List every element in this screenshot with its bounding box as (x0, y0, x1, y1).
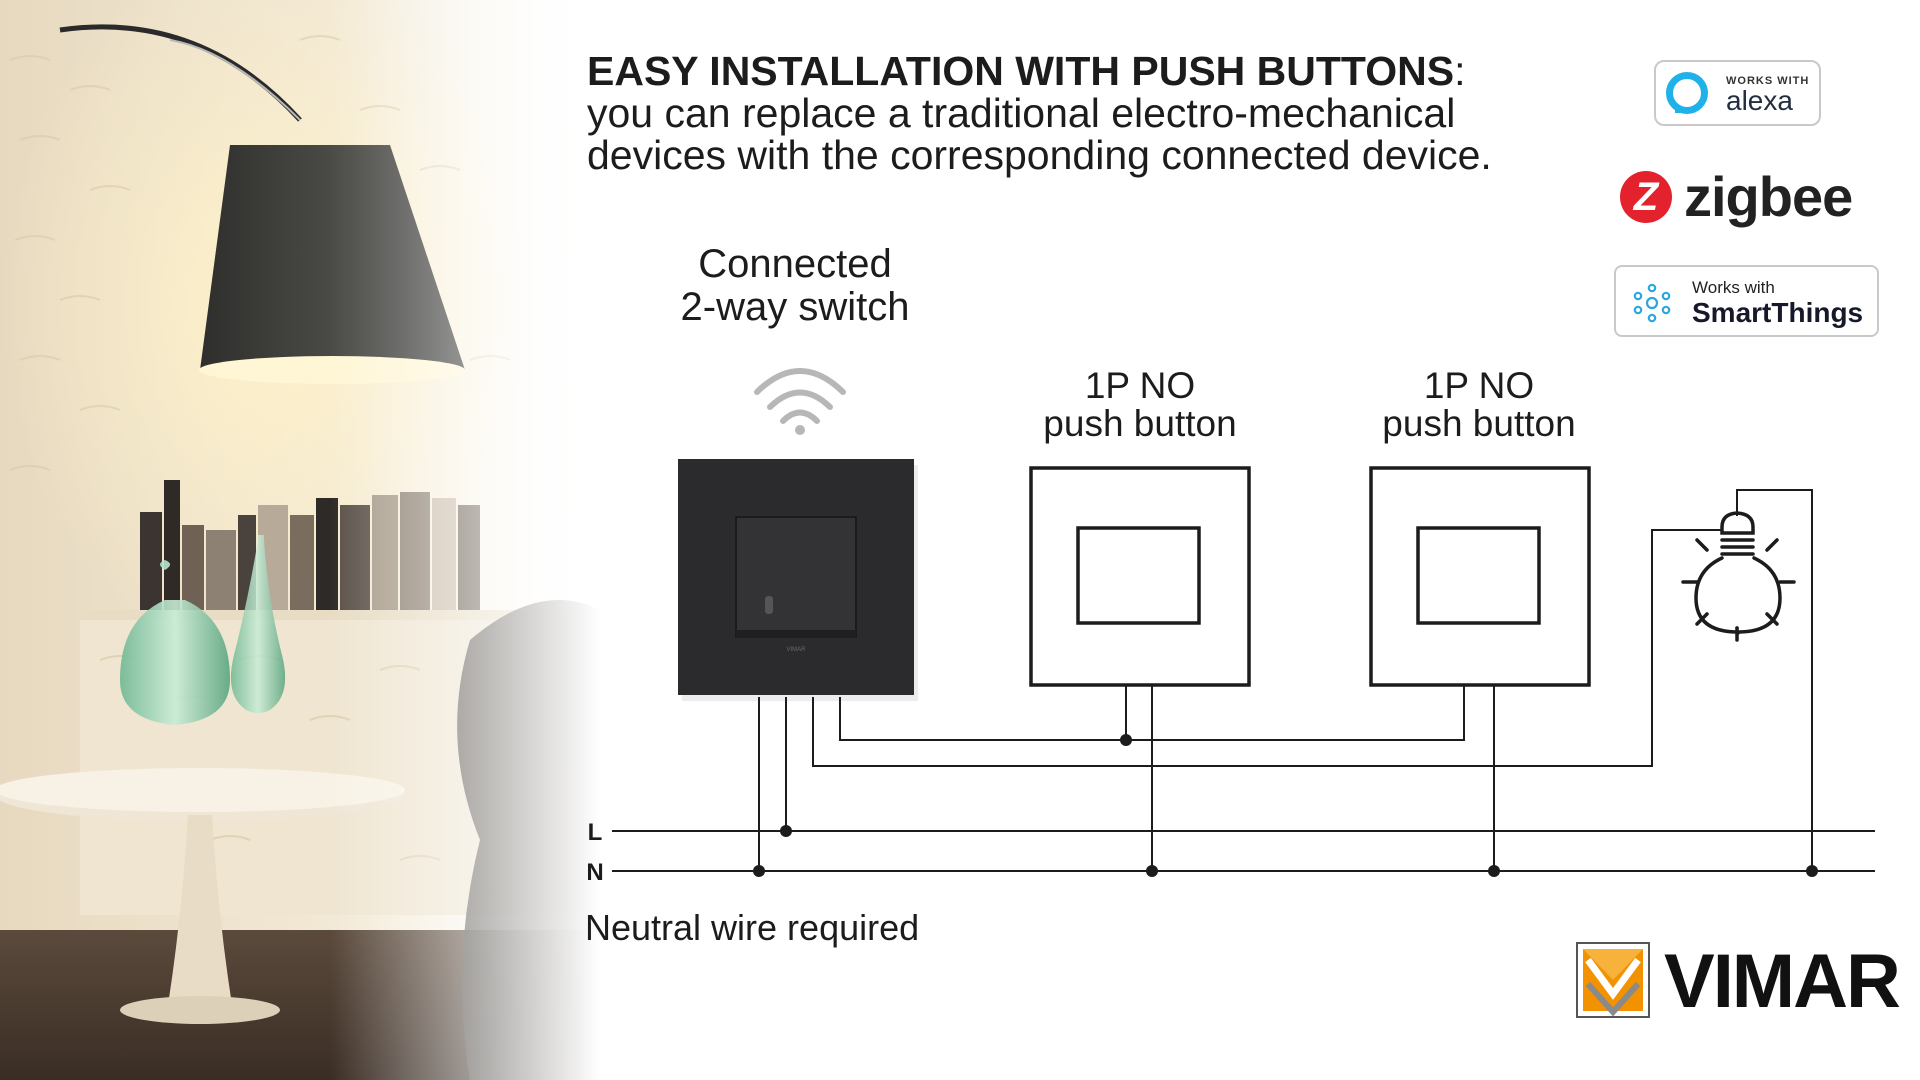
zigbee-word: zigbee (1684, 165, 1853, 228)
wiring (612, 489, 1875, 872)
push-button-1-label-line-2: push button (1043, 403, 1236, 444)
push-button-2 (1369, 466, 1591, 687)
light-bulb-icon (1681, 511, 1796, 642)
neutral-line-label: N (586, 859, 603, 886)
smartthings-badge-big: SmartThings (1692, 297, 1864, 328)
vimar-logo: VIMAR (1576, 940, 1901, 1022)
vimar-word: VIMAR (1664, 939, 1901, 1024)
headline: EASY INSTALLATION WITH PUSH BUTTONS: you… (587, 50, 1587, 176)
vimar-shield-icon (1576, 942, 1650, 1018)
headline-line-3: devices with the corresponding connected… (587, 132, 1492, 178)
zigbee-mark-icon: Z (1620, 171, 1672, 223)
smartthings-badge-small: Works with (1692, 278, 1775, 297)
headline-title: EASY INSTALLATION WITH PUSH BUTTONS (587, 48, 1455, 94)
switch-brand-mark: VIMAR (786, 647, 806, 653)
wifi-icon (754, 368, 846, 435)
push-button-1-label-line-1: 1P NO (1085, 365, 1195, 406)
push-button-2-label-line-1: 1P NO (1424, 365, 1534, 406)
smartthings-badge: Works with SmartThings (1614, 265, 1879, 337)
push-button-2-label-line-2: push button (1382, 403, 1575, 444)
switch-label-line-2: 2-way switch (681, 285, 910, 329)
headline-line-2: you can replace a traditional electro-me… (587, 90, 1456, 136)
junction-dots (753, 734, 1818, 877)
alexa-badge-big: alexa (1726, 85, 1793, 116)
living-room-photo (0, 0, 600, 1080)
neutral-wire-note: Neutral wire required (585, 907, 919, 948)
switch-label-line-1: Connected (698, 242, 891, 286)
zigbee-logo: Z zigbee (1620, 165, 1870, 228)
headline-colon: : (1454, 48, 1466, 94)
live-line-label: L (588, 819, 603, 846)
alexa-badge: WORKS WITH alexa (1654, 60, 1821, 126)
alexa-ring-icon (1666, 72, 1708, 114)
connected-switch: VIMAR (678, 459, 918, 701)
smartthings-icon (1633, 283, 1671, 323)
alexa-badge-small: WORKS WITH (1726, 75, 1810, 87)
push-button-1 (1029, 466, 1251, 687)
